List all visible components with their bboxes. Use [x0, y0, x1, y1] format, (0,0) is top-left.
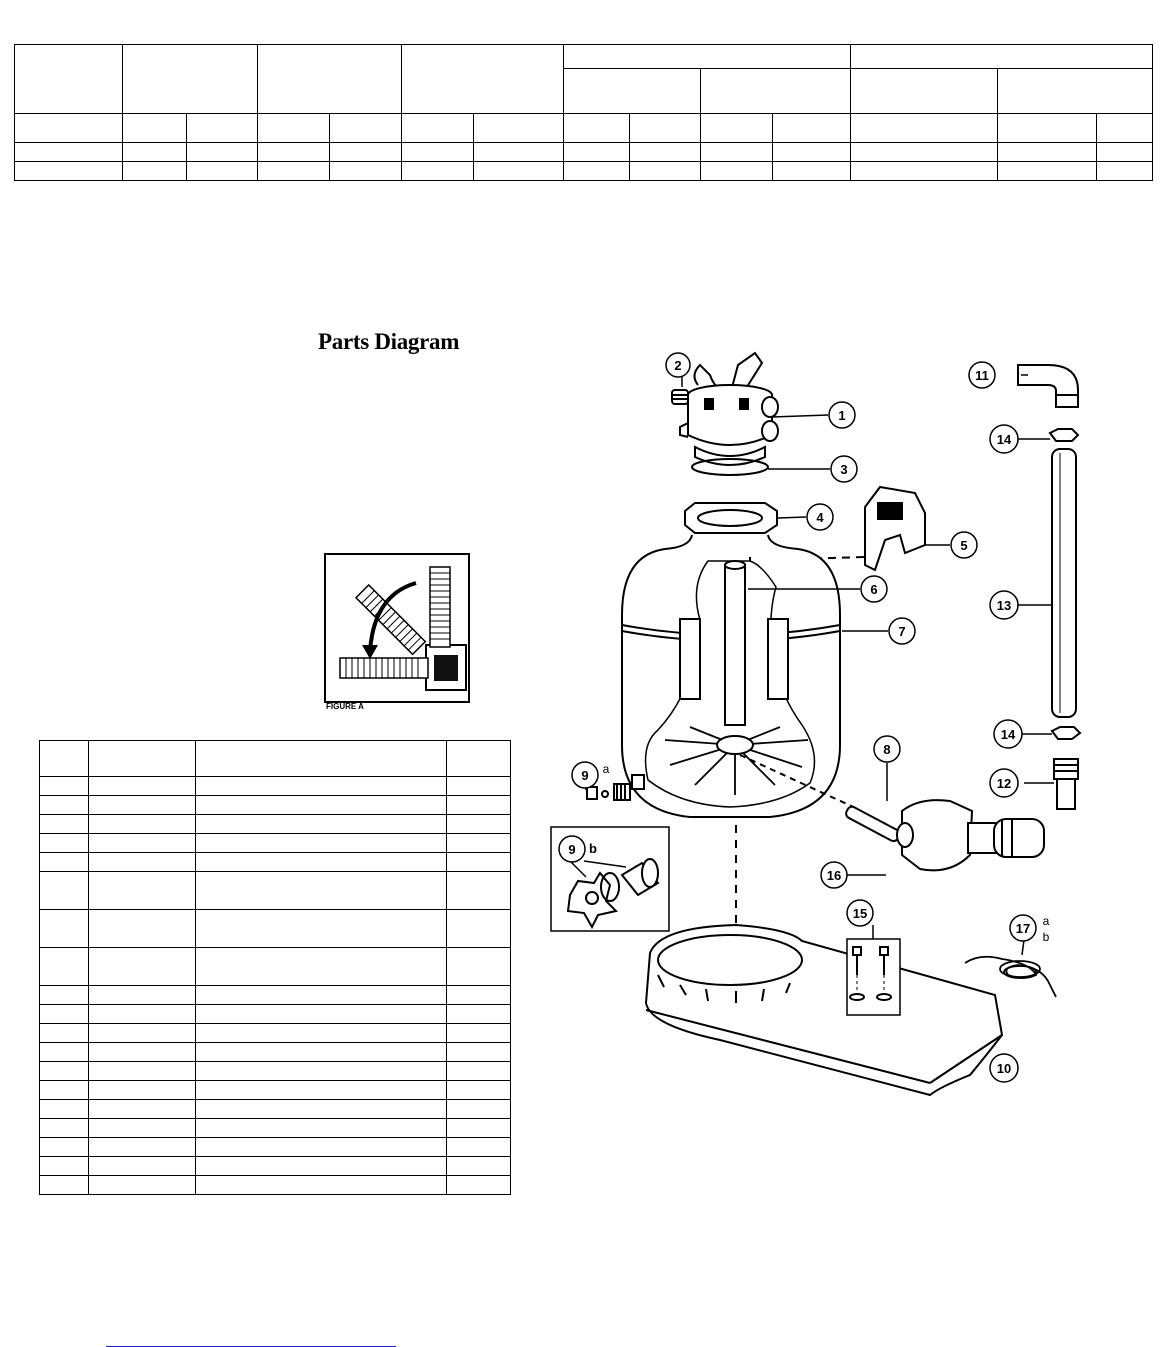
spec-unit-row	[14, 113, 1154, 143]
table-row	[39, 1137, 511, 1157]
table-row	[39, 1023, 511, 1043]
rotation-arrow-icon	[368, 581, 417, 652]
callout-number-11: 11	[975, 368, 989, 383]
lateral-part	[845, 805, 901, 843]
table-row	[39, 1061, 511, 1081]
callout-number-10: 10	[997, 1061, 1011, 1076]
table-row	[39, 1156, 511, 1176]
hose-part	[1051, 448, 1077, 718]
vertical-lateral	[429, 566, 451, 648]
callout-number-9a: 9	[581, 768, 588, 783]
figure-a-illustration	[324, 553, 470, 703]
o-ring-part	[691, 458, 769, 476]
table-row	[39, 1004, 511, 1024]
spec-subheader-cell	[850, 68, 998, 114]
table-row	[39, 947, 511, 986]
sub-label-9a: a	[603, 762, 610, 776]
table-row	[39, 1118, 511, 1138]
spec-group-header-cell	[563, 44, 851, 69]
table-row	[39, 985, 511, 1005]
clamp-part	[684, 502, 778, 534]
sub-label-17a: a	[1043, 914, 1050, 928]
filter-base-part	[644, 923, 1004, 1097]
callout-number-14-bottom: 14	[1001, 727, 1016, 742]
table-row	[39, 852, 511, 872]
spec-group-header-cell	[849, 44, 1154, 69]
power-cord-part	[964, 955, 1057, 998]
callout-number-16: 16	[827, 868, 841, 883]
standpipe-part	[724, 560, 746, 726]
table-row	[39, 1099, 511, 1119]
callout-number-13: 13	[997, 598, 1011, 613]
filter-tank-part	[621, 534, 841, 818]
sub-label-9b: b	[589, 841, 597, 856]
callout-number-2: 2	[674, 358, 681, 373]
page-title: Parts Diagram	[318, 329, 460, 354]
horizontal-lateral	[339, 657, 429, 679]
spec-header-cell	[122, 44, 258, 114]
spec-subheader-cell	[700, 68, 851, 114]
table-row	[39, 795, 511, 815]
spec-subheader-cell	[996, 68, 1154, 114]
spec-header-cell	[401, 44, 564, 114]
table-row	[39, 833, 511, 853]
multiport-valve-part	[679, 351, 779, 466]
callout-number-3: 3	[840, 462, 847, 477]
table-row	[39, 909, 511, 948]
specifications-table	[14, 44, 1154, 181]
table-row	[39, 1042, 511, 1062]
hose-nut-top-part	[1048, 428, 1080, 442]
spec-header-cell	[14, 44, 123, 114]
callout-number-7: 7	[898, 624, 905, 639]
figure-a-caption: FIGURE A	[326, 702, 364, 711]
spec-header-cell	[257, 44, 402, 114]
callout-leader-lines	[569, 374, 1054, 1068]
spec-header-row	[14, 44, 1154, 114]
plug-part	[671, 389, 689, 405]
parts-list-table	[39, 740, 511, 1195]
parts-table-header-row	[39, 740, 511, 777]
caution-tag-part	[864, 485, 926, 572]
sand-filter-exploded-diagram: 1 2 3 4 5 6 7 8 9 9 10 11 12 13 14 14 15…	[550, 351, 1082, 1097]
table-row	[39, 1080, 511, 1100]
bolts-and-washers-part	[846, 938, 901, 1016]
callout-number-12: 12	[997, 776, 1011, 791]
callout-number-14-top: 14	[997, 432, 1012, 447]
drain-assembly-inset	[550, 826, 670, 932]
lateral-installation-illustration	[339, 566, 467, 691]
spec-data-row	[14, 161, 1154, 181]
callout-number-8: 8	[883, 742, 890, 757]
hose-nut-bottom-part	[1050, 726, 1082, 740]
callout-number-9b: 9	[568, 842, 575, 857]
spec-data-row	[14, 142, 1154, 162]
callout-number-1: 1	[838, 408, 845, 423]
callout-number-15: 15	[853, 906, 867, 921]
spec-subheader-cell	[563, 68, 701, 114]
hose-adapter-part	[1053, 758, 1079, 810]
sub-label-17b: b	[1043, 930, 1050, 944]
callout-number-5: 5	[960, 538, 967, 553]
drain-cap-part	[586, 783, 631, 801]
elbow-fitting-part	[1017, 364, 1079, 408]
pump-part	[896, 799, 1045, 872]
callout-circles	[558, 352, 1037, 1083]
diagonal-lateral	[354, 583, 427, 656]
table-row	[39, 1175, 511, 1195]
callout-number-4: 4	[816, 510, 824, 525]
callout-number-6: 6	[870, 582, 877, 597]
table-row	[39, 814, 511, 834]
table-row	[39, 776, 511, 796]
table-row	[39, 871, 511, 910]
callout-number-17: 17	[1016, 921, 1030, 936]
